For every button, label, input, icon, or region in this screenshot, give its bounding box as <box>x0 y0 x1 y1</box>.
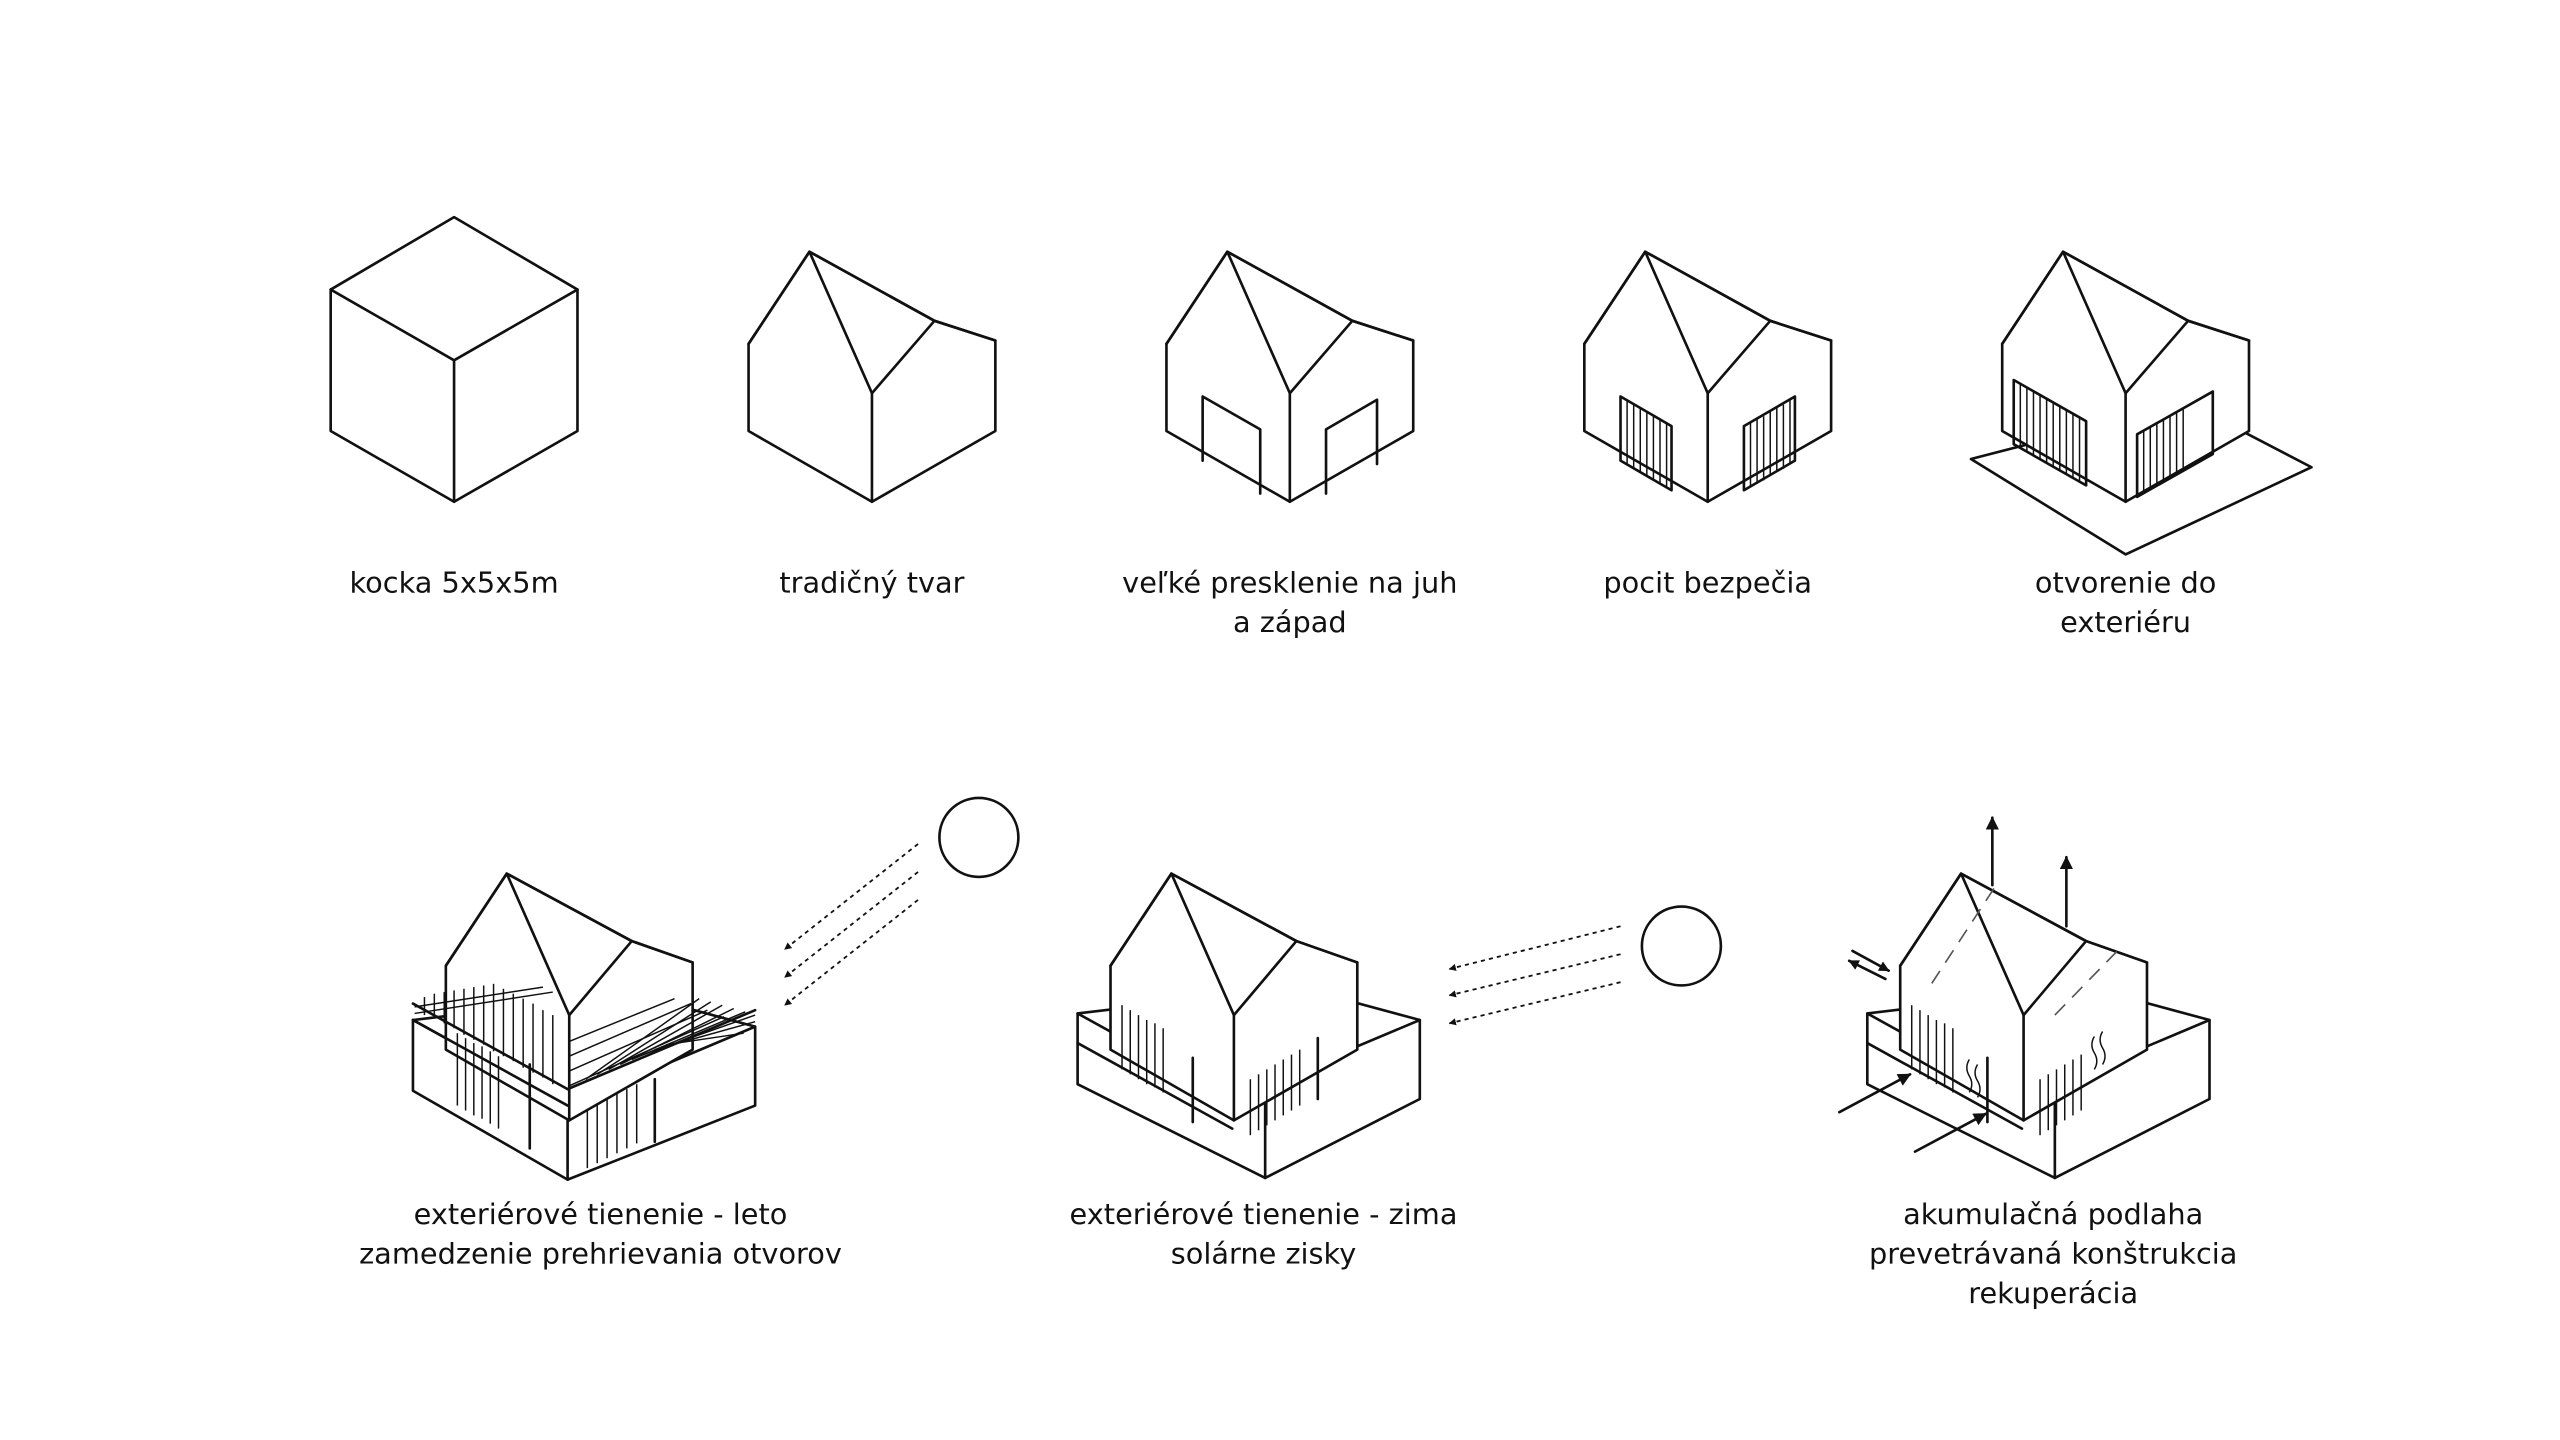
caption-line: tradičný tvar <box>779 567 965 601</box>
caption-glazing: veľké presklenie na juh a západ <box>1027 564 1553 643</box>
caption-line: solárne zisky <box>1170 1238 1357 1272</box>
caption-line: kocka 5x5x5m <box>349 567 559 601</box>
caption-line: exteriéru <box>2060 607 2192 640</box>
gable-house-icon <box>747 250 997 504</box>
caption-winter: exteriérové tienenie - zima solárne zisk… <box>1000 1196 1526 1275</box>
house-glazing-icon <box>1165 250 1415 504</box>
winter-solar-gain-icon <box>1076 872 1723 1180</box>
cube-volume-icon <box>329 215 579 504</box>
house-shutters-icon <box>1583 250 1833 504</box>
caption-traditional: tradičný tvar <box>609 564 1135 603</box>
ventilated-structure-icon <box>1838 816 2211 1180</box>
summer-shading-icon <box>411 796 1020 1181</box>
caption-line: rekuperácia <box>1968 1278 2139 1312</box>
caption-cube: kocka 5x5x5m <box>191 564 717 603</box>
caption-ventilation: akumulačná podlaha prevetrávaná konštruk… <box>1790 1196 2316 1314</box>
caption-line: exteriérové tienenie - zima <box>1069 1199 1458 1233</box>
caption-line: pocit bezpečia <box>1603 567 1813 601</box>
caption-line: akumulačná podlaha <box>1903 1199 2204 1233</box>
caption-line: prevetrávaná konštrukcia <box>1868 1238 2238 1272</box>
caption-opening: otvorenie do exteriéru <box>1862 564 2388 643</box>
caption-line: a západ <box>1232 607 1347 640</box>
caption-line: zamedzenie prehrievania otvorov <box>359 1238 842 1272</box>
caption-security: pocit bezpečia <box>1444 564 1970 603</box>
caption-line: otvorenie do <box>2034 567 2217 601</box>
caption-line: exteriérové tienenie - leto <box>413 1199 788 1233</box>
house-terrace-icon <box>1969 250 2313 556</box>
caption-line: veľké presklenie na juh <box>1122 567 1458 601</box>
caption-summer: exteriérové tienenie - leto zamedzenie p… <box>337 1196 863 1275</box>
